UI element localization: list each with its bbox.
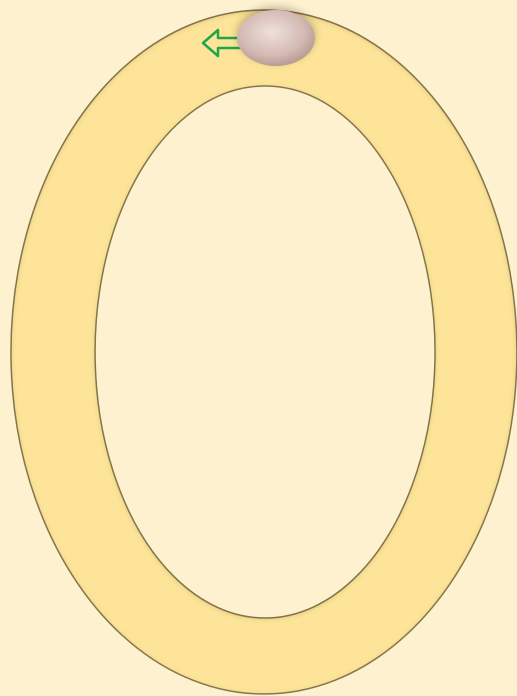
- finger-touch-icon[interactable]: [237, 10, 315, 66]
- digit-zero-track[interactable]: [11, 10, 517, 694]
